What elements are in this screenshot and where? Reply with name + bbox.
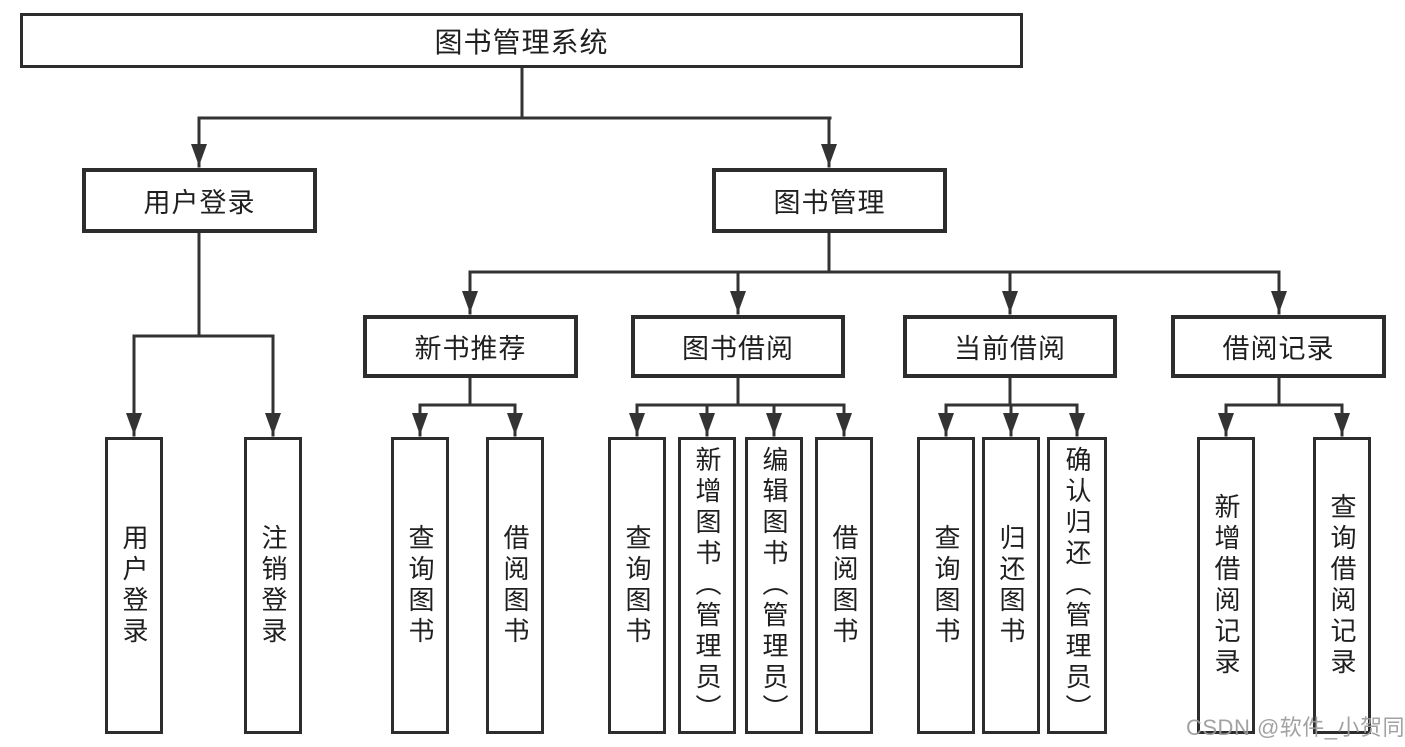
leaf-confirm-return-admin: 确认归还（管理员） (1047, 437, 1107, 734)
leaf-user-login: 用户登录 (105, 437, 163, 734)
node-current-borrow: 当前借阅 (903, 315, 1117, 378)
csdn-watermark: CSDN @软件_小贺同学 (1186, 715, 1405, 740)
leaf-recommend-borrow-book: 借阅图书 (486, 437, 544, 734)
leaf-add-book-admin: 新增图书（管理员） (678, 437, 736, 734)
leaf-logout: 注销登录 (244, 437, 302, 734)
node-book-management: 图书管理 (712, 168, 947, 233)
leaf-edit-book-admin: 编辑图书（管理员） (745, 437, 803, 734)
leaf-return-book: 归还图书 (982, 437, 1040, 734)
leaf-query-borrow-record: 查询借阅记录 (1313, 437, 1371, 734)
connector-root-to-level2 (191, 66, 837, 168)
connector-book-borrow-to-children (629, 376, 852, 437)
node-user-login: 用户登录 (82, 168, 317, 233)
leaf-add-borrow-record: 新增借阅记录 (1197, 437, 1255, 734)
leaf-borrow-query-book: 查询图书 (608, 437, 666, 734)
node-new-book-recommend: 新书推荐 (363, 315, 578, 378)
node-library-management-system: 图书管理系统 (20, 13, 1023, 68)
node-borrow-records: 借阅记录 (1171, 315, 1386, 378)
leaf-current-query-book: 查询图书 (917, 437, 975, 734)
connector-current-borrow-to-children (938, 376, 1085, 437)
connector-book-management-to-level3 (462, 231, 1287, 315)
connector-new-book-recommend-to-children (412, 376, 523, 437)
leaf-borrow-book: 借阅图书 (815, 437, 873, 734)
connector-user-login-to-children (126, 231, 281, 437)
node-book-borrow: 图书借阅 (631, 315, 845, 378)
leaf-recommend-query-book: 查询图书 (391, 437, 449, 734)
connector-borrow-records-to-children (1218, 376, 1350, 437)
